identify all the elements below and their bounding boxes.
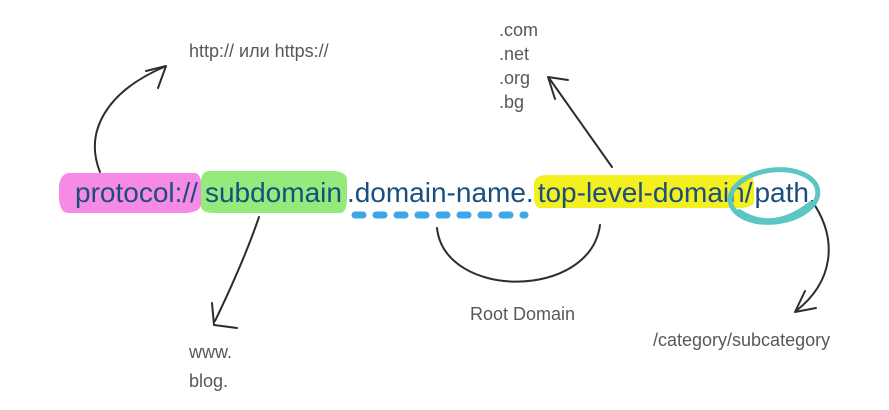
url-root-domain-text: .domain-name. [346,177,534,208]
url-root-domain: .domain-name. [346,173,534,219]
root-dashes-underline [351,211,529,219]
url-protocol: protocol:// [59,173,201,213]
subdomain-example-www: www. [189,342,233,362]
url-tld: top-level-domain/ [533,175,755,208]
tld-example-bg: .bg [499,92,525,112]
annotation-tld-examples: .com .net .org .bg [499,18,538,114]
tld-example-net: .net [499,44,530,64]
tld-example-com: .com [499,20,539,40]
tld-arrow [547,76,613,168]
url-subdomain: subdomain [200,171,347,213]
annotation-subdomain-examples: www. blog. [189,338,232,396]
url-text: protocol://subdomain.domain-name.top-lev… [59,167,821,225]
url-path: path [728,167,821,225]
root-domain-brace [436,224,601,283]
protocol-arrow [93,65,167,173]
subdomain-arrow [211,216,260,329]
annotation-protocol-examples: http:// или https:// [189,41,329,61]
tld-example-org: .org [499,68,531,88]
url-path-text: path [754,177,809,208]
annotation-path-examples: /category/subcategory [653,330,831,350]
subdomain-example-blog: blog. [189,371,229,391]
annotation-root-domain: Root Domain [470,304,576,324]
